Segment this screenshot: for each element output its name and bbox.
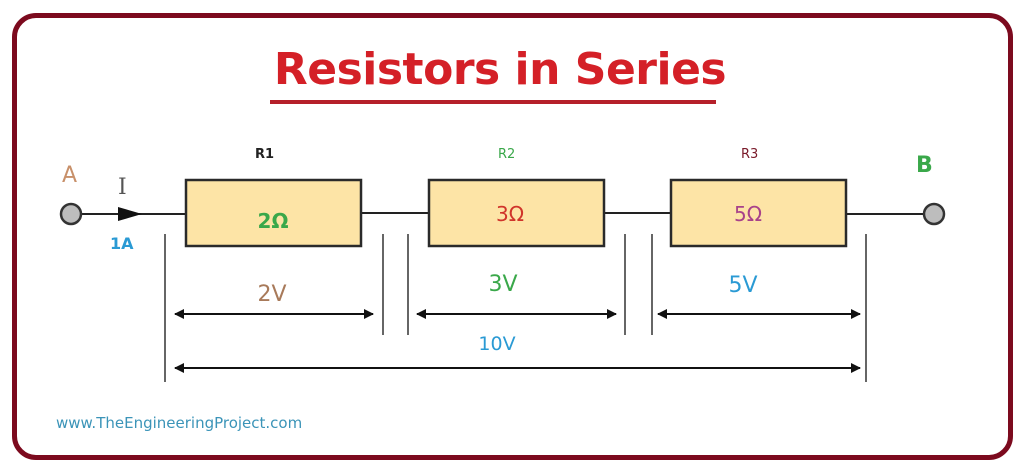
voltage-r1-label: 2V (257, 282, 286, 307)
terminal-a[interactable] (59, 202, 83, 226)
voltage-total-label: 10V (478, 333, 515, 355)
resistor-r2-name: R2 (498, 147, 515, 162)
resistor-r3-name: R3 (741, 147, 758, 162)
terminal-b[interactable] (922, 202, 946, 226)
resistor-r2 (427, 178, 606, 248)
voltage-r2-label: 3V (488, 272, 517, 297)
current-arrow-icon (118, 207, 142, 221)
current-symbol: I (118, 175, 127, 200)
diagram-title: Resistors in Series (273, 44, 727, 95)
voltage-r3-label: 5V (728, 273, 757, 298)
resistor-r1 (184, 178, 363, 248)
title-underline (270, 100, 716, 104)
resistor-r1-name: R1 (255, 147, 274, 162)
current-value: 1A (110, 234, 134, 253)
resistor-r3-value: 5Ω (734, 202, 762, 226)
terminal-a-label: A (62, 163, 77, 188)
resistor-r2-value: 3Ω (496, 202, 524, 226)
website-credit: www.TheEngineeringProject.com (56, 414, 303, 432)
resistor-r3 (669, 178, 848, 248)
resistor-r1-value: 2Ω (258, 209, 289, 233)
terminal-b-label: B (916, 153, 933, 178)
